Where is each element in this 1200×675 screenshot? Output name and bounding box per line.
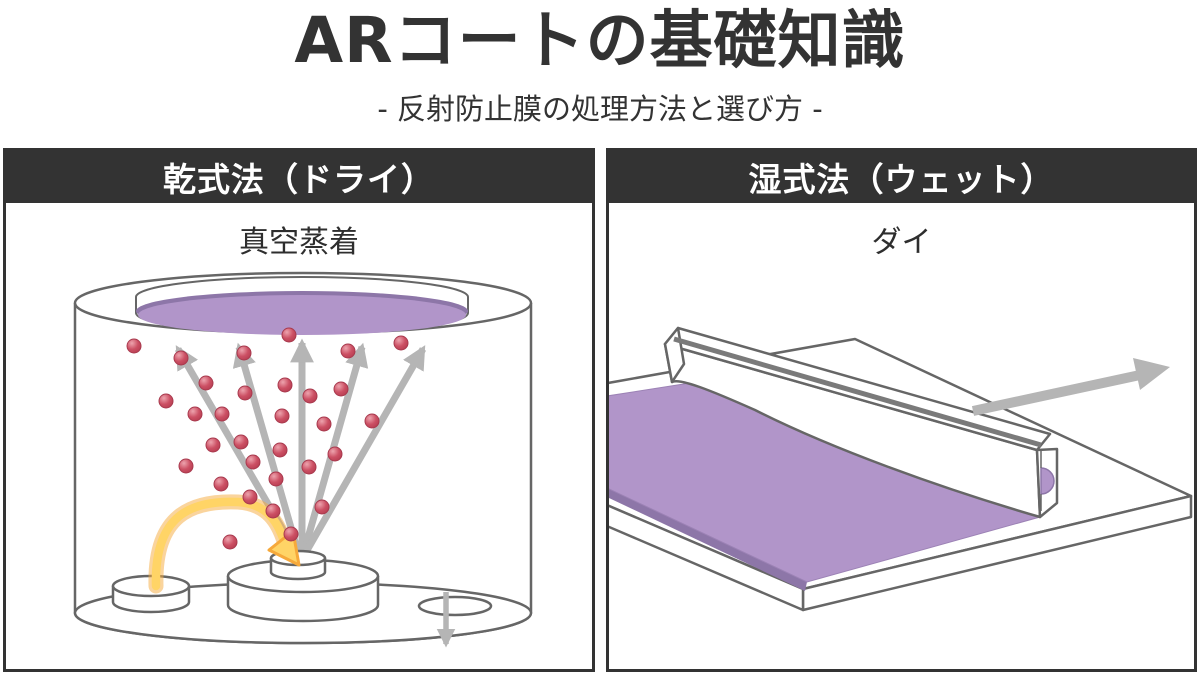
film-thickness-edge [609, 488, 807, 591]
plate-edge-left [609, 504, 805, 612]
coating-bead [1040, 467, 1055, 495]
die-slot [673, 336, 1042, 448]
wet-coating-film [609, 382, 1042, 591]
panel-wet-header: 湿式法（ウェット） [609, 151, 1194, 203]
vapor-particles [126, 327, 409, 550]
vacuum-port [417, 595, 493, 617]
page-subtitle: - 反射防止膜の処理方法と選び方 - [377, 92, 823, 126]
substrate-holder [135, 276, 469, 335]
die-front-face [663, 342, 1042, 519]
panel-dry-body: 真空蒸着 [6, 203, 592, 669]
panel-dry-method: 乾式法（ドライ） 真空蒸着 [3, 148, 595, 672]
panel-wet-method: 湿式法（ウェット） ダイ [606, 148, 1197, 672]
coated-substrate [138, 295, 466, 335]
die-coating-diagram [609, 326, 1193, 612]
vacuum-deposition-diagram [73, 271, 533, 648]
travel-direction-arrow [971, 358, 1170, 416]
page-title: ARコートの基礎知識 [294, 4, 906, 77]
slot-die [663, 326, 1059, 519]
panel-wet-body: ダイ [609, 203, 1194, 669]
vacuum-deposition-label: 真空蒸着 [239, 225, 359, 260]
die-coating-label: ダイ [871, 225, 932, 260]
panel-dry-header: 乾式法（ドライ） [6, 151, 592, 203]
